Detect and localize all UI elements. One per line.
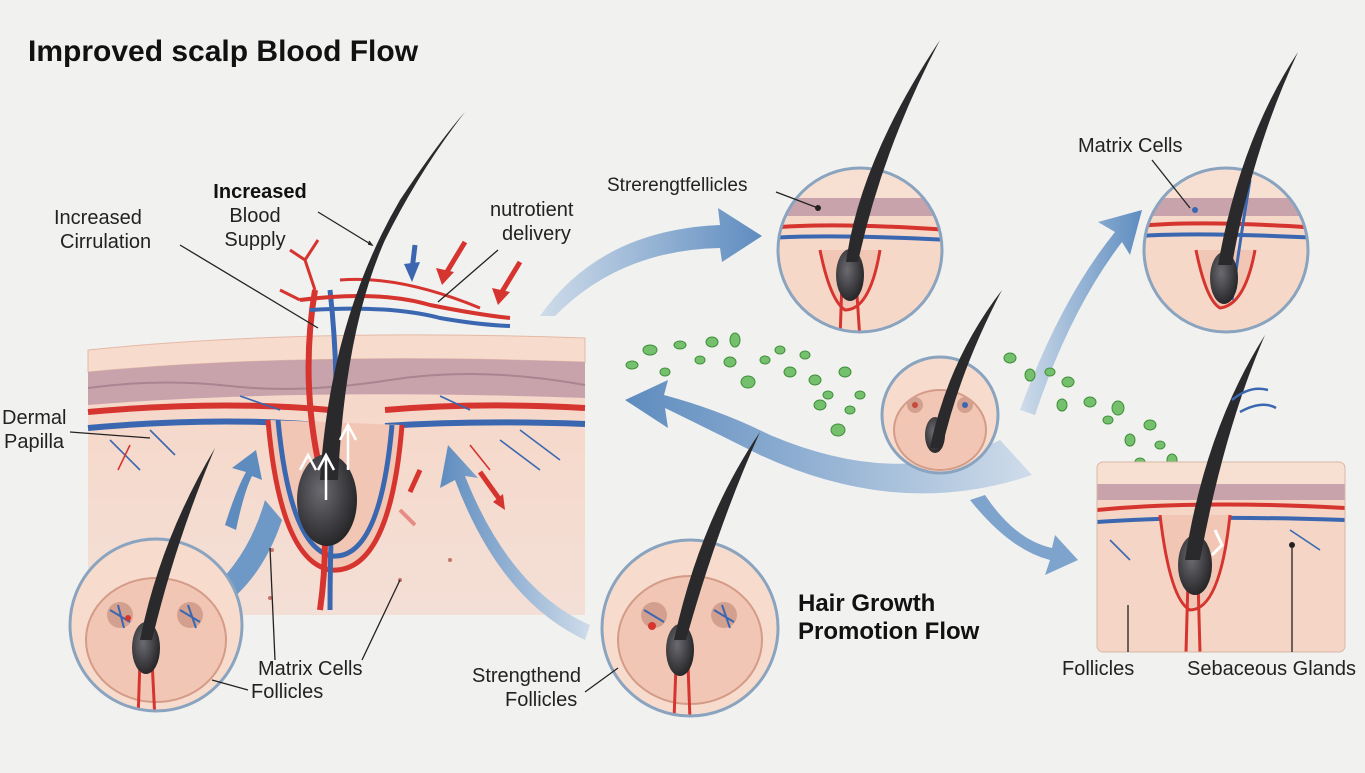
right-skin-section [1096, 335, 1346, 653]
circle-top-middle [776, 40, 944, 334]
label-sebaceous-glands: Sebaceous Glands [1187, 658, 1357, 680]
label-strengthend-1: Strengthend [472, 665, 581, 687]
leader-lines [69, 159, 1293, 693]
circle-bottom-middle [600, 432, 780, 718]
label-follicles-bottom: Follicles [251, 681, 324, 703]
label-hair-growth-2: Promotion Flow [798, 618, 980, 645]
label-nutrient-delivery-2: delivery [502, 223, 571, 245]
arrow-to-matrix-cells [1020, 210, 1142, 415]
label-dermal-papilla-1: Dermal [2, 407, 67, 429]
label-matrix-cells-top: Matrix Cells [1078, 135, 1183, 157]
main-skin-cross-section [87, 112, 586, 615]
label-matrix-cells-bottom: Matrix Cells [258, 658, 363, 680]
circle-top-right [1142, 52, 1310, 334]
label-increased-blood-supply-1: Increased [213, 181, 307, 203]
label-increased-blood-supply-3: Supply [224, 229, 286, 251]
arrow-to-right-section [970, 495, 1078, 575]
page-title: Improved scalp Blood Flow [28, 35, 419, 68]
label-follicles-right: Follicles [1062, 658, 1135, 680]
circle-center [880, 290, 1002, 475]
nutrient-particles [625, 332, 1191, 505]
label-increased-circulation-1: Increased [54, 207, 142, 229]
arrow-up-small [225, 450, 262, 530]
label-increased-blood-supply-2: Blood [229, 205, 281, 227]
label-nutrient-delivery-1: nutrotient [490, 199, 574, 221]
label-strengthened-follicles-top: Strerengtfellicles [607, 175, 748, 196]
arrow-up-from-follicle [440, 445, 590, 640]
label-increased-circulation-2: Cirrulation [60, 231, 152, 253]
label-strengthend-2: Follicles [505, 689, 578, 711]
arrow-to-top-follicle [540, 208, 762, 316]
label-dermal-papilla-2: Papilla [4, 431, 65, 453]
circle-bottom-left [68, 448, 244, 713]
label-hair-growth-1: Hair Growth [798, 590, 936, 617]
